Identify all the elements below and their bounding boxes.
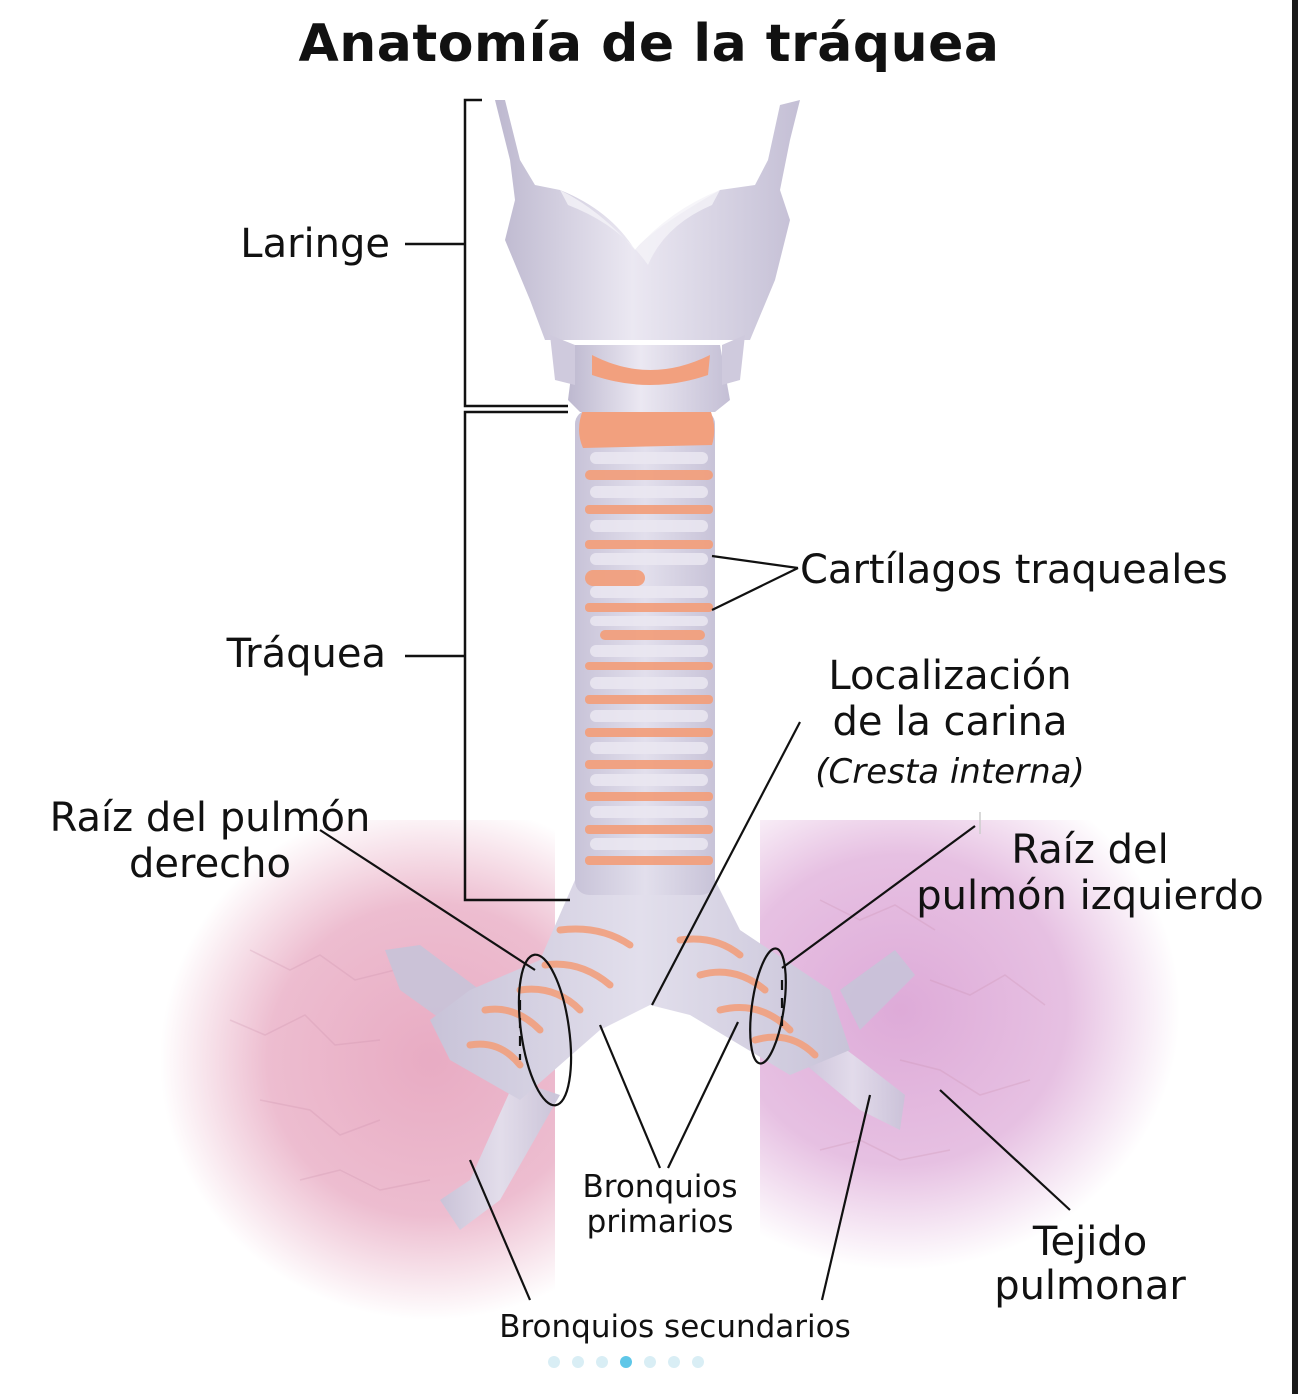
pager-dot[interactable] xyxy=(596,1356,608,1368)
pager-dot[interactable] xyxy=(668,1356,680,1368)
lung-texture xyxy=(229,899,1046,1191)
label-laringe: Laringe xyxy=(240,221,390,267)
bronchi-membrane xyxy=(466,925,819,1069)
larynx xyxy=(495,100,800,412)
page-edge-border xyxy=(1292,0,1298,1394)
pager-dot[interactable] xyxy=(644,1356,656,1368)
label-bronquios-secundarios: Bronquios secundarios xyxy=(499,1309,851,1345)
label-tejido-line1: Tejido xyxy=(1032,1219,1148,1265)
tracheal-rings xyxy=(579,405,715,865)
label-raiz-izquierdo-line1: Raíz del xyxy=(1011,827,1169,873)
label-traquea: Tráquea xyxy=(226,631,386,677)
label-carina-line3: (Cresta interna) xyxy=(815,752,1085,792)
pager-dot[interactable] xyxy=(548,1356,560,1368)
pager-dots xyxy=(548,1356,704,1368)
label-raiz-derecho-line1: Raíz del pulmón xyxy=(49,795,371,841)
pager-dot[interactable] xyxy=(692,1356,704,1368)
right-lower-secondary-bronchus xyxy=(440,1080,560,1230)
label-cartilagos-traqueales: Cartílagos traqueales xyxy=(800,547,1228,593)
label-bronquios-primarios-line1: Bronquios xyxy=(582,1169,738,1205)
label-raiz-derecho-line2: derecho xyxy=(129,841,291,887)
label-raiz-izquierdo-line2: pulmón izquierdo xyxy=(916,873,1264,919)
pager-dot[interactable] xyxy=(572,1356,584,1368)
pager-dot-active[interactable] xyxy=(620,1356,632,1368)
label-bronquios-primarios-line2: primarios xyxy=(586,1204,734,1240)
left-upper-secondary-bronchus xyxy=(840,950,915,1030)
bronchus-root-outlines xyxy=(517,947,787,1107)
label-carina-line1: Localización xyxy=(828,653,1072,699)
label-tejido-line2: pulmonar xyxy=(994,1263,1186,1309)
bracket-lines xyxy=(405,98,570,902)
primary-bronchi xyxy=(430,880,850,1100)
diagram-title: Anatomía de la tráquea xyxy=(298,14,1000,74)
left-lung-tissue xyxy=(760,820,1180,1270)
label-carina-line2: de la carina xyxy=(832,699,1068,745)
leader-lines xyxy=(319,554,1071,1301)
